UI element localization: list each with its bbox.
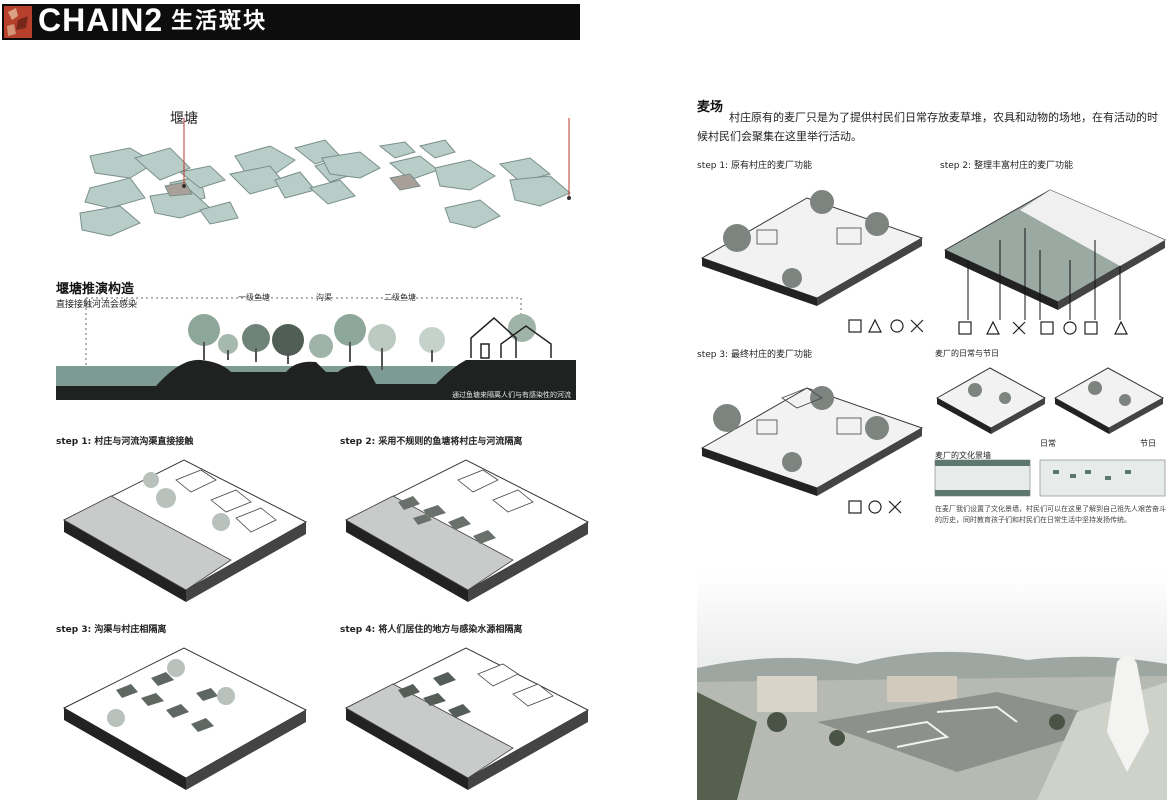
pond [199, 201, 239, 225]
pond [133, 147, 191, 181]
culture-wall-elevations [934, 459, 1166, 497]
daily-festival-isometrics [935, 367, 1165, 434]
step-label: step 1: 原有村庄的麦厂功能 [697, 161, 812, 171]
pond [498, 157, 552, 183]
pond [321, 151, 381, 179]
step1-isometric [62, 459, 308, 602]
step-label: step 3: 最终村庄的麦厂功能 [697, 350, 812, 360]
step4-isometric [344, 647, 590, 790]
house-icon [470, 316, 552, 359]
pond [418, 139, 456, 159]
icon [848, 319, 862, 333]
title-main: CHAIN2 [38, 2, 164, 38]
festival-label: 节日 [1140, 439, 1156, 448]
step3-isometric [62, 647, 308, 790]
pond [434, 159, 496, 191]
pond-field-diagram [79, 118, 571, 237]
pond [389, 173, 421, 191]
maichang-step2-isometric [943, 189, 1167, 320]
daily-label: 日常 [1040, 439, 1056, 448]
profile-label: 沟渠 [316, 293, 332, 302]
profile-caption: 通过鱼塘来隔离人们与有感染性的河流 [452, 390, 571, 399]
step-label: step 3: 沟渠与村庄相隔离 [56, 625, 167, 635]
activity-icons-row [958, 320, 1128, 335]
pond [178, 165, 226, 189]
pond [79, 205, 141, 237]
right-title: 麦场 [697, 100, 724, 115]
maichang-step1-isometric [700, 190, 924, 306]
pond [234, 145, 296, 175]
logo-icon [4, 6, 32, 38]
culture-caption: 在麦厂我们设置了文化景墙，村民们可以在这里了解到自己祖先人艰苦奋斗的历史，同时教… [935, 505, 1166, 524]
page-title: CHAIN2 生活斑块 [38, 2, 267, 39]
step-label: step 2: 整理丰富村庄的麦厂功能 [940, 161, 1073, 171]
maichang-step3-isometric [700, 386, 924, 496]
pond [509, 175, 571, 207]
pond [308, 179, 356, 205]
pond-profile-section: 通过鱼塘来隔离人们与有感染性的河流 [56, 297, 576, 400]
step-label: step 1: 村庄与河流沟渠直接接触 [56, 437, 194, 447]
pond [84, 177, 146, 209]
tree-icon [188, 314, 536, 370]
profile-label: 一级鱼塘 [238, 293, 270, 302]
step-label: step 4: 将人们居住的地方与感染水源相隔离 [340, 625, 523, 635]
pond [89, 147, 156, 179]
activity-icons-row [848, 500, 902, 514]
section-note: 直接接触河流会感染 [56, 300, 138, 310]
header-bar [2, 4, 580, 40]
section-title: 堰塘推演构造 [56, 282, 135, 297]
profile-label: 二级鱼塘 [384, 293, 416, 302]
pond [444, 199, 501, 229]
daily-title: 麦厂的日常与节日 [935, 349, 999, 358]
site-rendering-image [697, 572, 1167, 800]
activity-icons-row [848, 318, 924, 333]
title-sub: 生活斑块 [171, 8, 268, 33]
culture-title: 麦厂的文化景墙 [935, 451, 991, 460]
step-label: step 2: 采用不规则的鱼塘将村庄与河流隔离 [340, 437, 523, 447]
pond [274, 171, 316, 199]
step2-isometric [344, 459, 590, 602]
right-paragraph: 村庄原有的麦厂只是为了提供村民们日常存放麦草堆，农具和动物的场地，在有活动的时候… [697, 111, 1158, 143]
pond [378, 141, 416, 159]
